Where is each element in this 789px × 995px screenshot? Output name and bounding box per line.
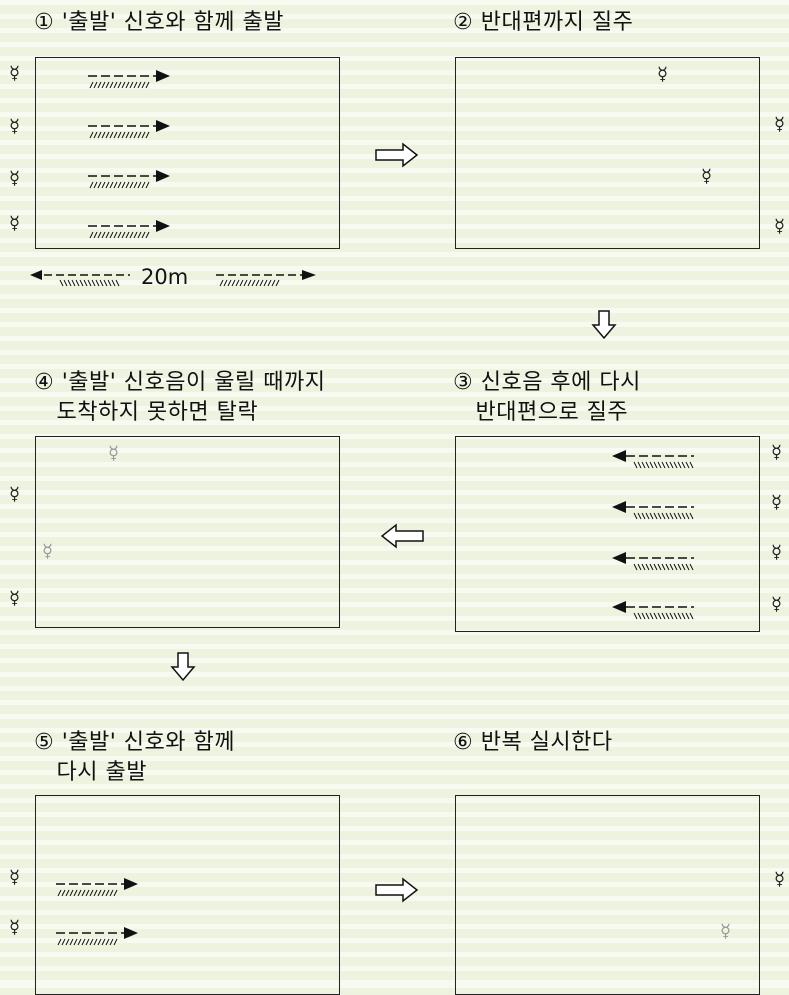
runner-icon: ☿ xyxy=(771,594,783,615)
field-step-1 xyxy=(35,57,340,249)
runner-icon: ☿ xyxy=(9,484,21,505)
runner-icon: ☿ xyxy=(701,166,713,187)
runner-icon: ☿ xyxy=(9,917,21,938)
eliminated-runner-icon: ☿ xyxy=(108,443,120,464)
runner-icon: ☿ xyxy=(9,63,21,84)
field-step-3 xyxy=(455,436,760,632)
runner-icon: ☿ xyxy=(774,869,786,890)
eliminated-runner-icon: ☿ xyxy=(42,541,54,562)
step-2-caption: ② 반대편까지 질주 xyxy=(453,10,634,35)
runner-icon: ☿ xyxy=(774,216,786,237)
runner-icon: ☿ xyxy=(9,213,21,234)
distance-label: 20m xyxy=(141,265,189,289)
runner-icon: ☿ xyxy=(9,116,21,137)
flow-arrow-down-icon xyxy=(591,310,617,340)
field-step-4 xyxy=(35,436,340,628)
step-4-caption: ④ '출발' 신호음이 울릴 때까지 도착하지 못하면 탈락 xyxy=(34,370,326,425)
flow-arrow-right-icon xyxy=(375,142,419,168)
flow-arrow-down-icon xyxy=(170,652,196,682)
step-1-caption: ① '출발' 신호와 함께 출발 xyxy=(34,10,284,35)
runner-icon: ☿ xyxy=(771,492,783,513)
runner-icon: ☿ xyxy=(771,442,783,463)
runner-icon: ☿ xyxy=(774,114,786,135)
flow-arrow-right-icon xyxy=(375,877,419,903)
runner-icon: ☿ xyxy=(771,542,783,563)
runner-icon: ☿ xyxy=(657,64,669,85)
runner-icon: ☿ xyxy=(9,168,21,189)
step-3-caption: ③ 신호음 후에 다시 반대편으로 질주 xyxy=(453,370,641,425)
flow-arrow-left-icon xyxy=(380,523,424,549)
step-5-caption: ⑤ '출발' 신호와 함께 다시 출발 xyxy=(34,730,235,785)
step-6-caption: ⑥ 반복 실시한다 xyxy=(453,730,613,755)
field-step-2 xyxy=(455,57,760,249)
runner-icon: ☿ xyxy=(720,921,732,942)
runner-icon: ☿ xyxy=(9,867,21,888)
runner-icon: ☿ xyxy=(9,588,21,609)
